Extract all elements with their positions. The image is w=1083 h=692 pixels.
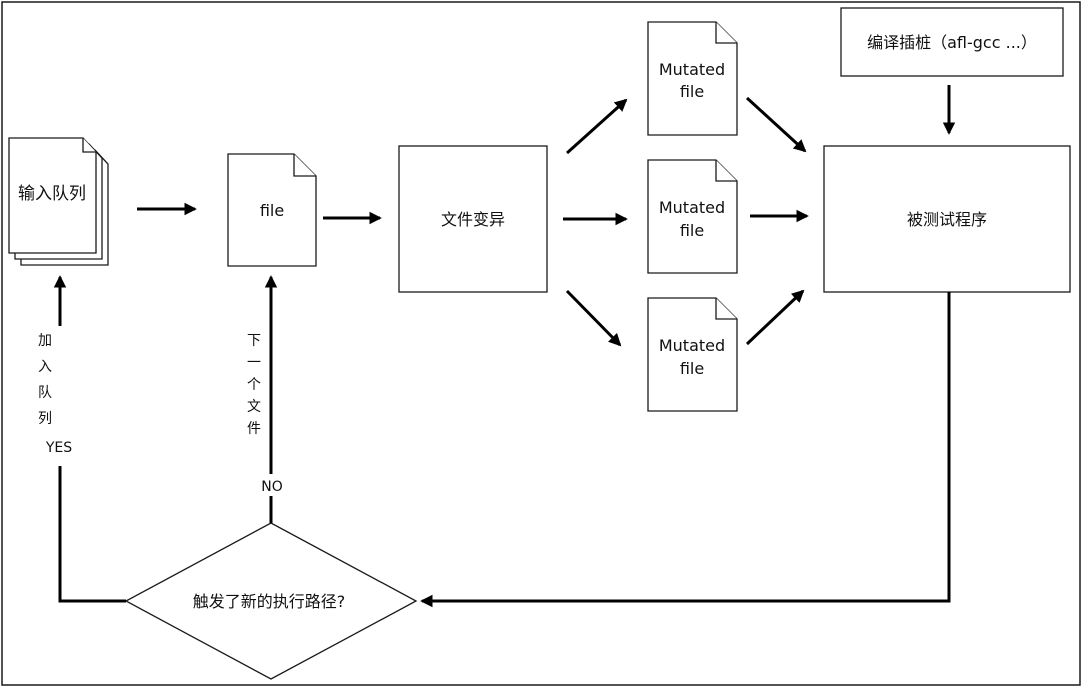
decision-label: 触发了新的执行路径? (193, 592, 346, 611)
target-program-label: 被测试程序 (907, 210, 987, 229)
mutated-file-2-line1: Mutated (659, 198, 725, 217)
next-file-char-5: 件 (247, 421, 261, 437)
file-label: file (260, 201, 284, 220)
next-file-char-4: 文 (247, 399, 261, 415)
next-file-char-2: 一 (247, 355, 261, 371)
arrow-mutation-to-mutated-3 (565, 289, 622, 347)
instrumentation-label: 编译插桩（afl-gcc ...） (867, 33, 1037, 52)
no-label: NO (261, 479, 283, 495)
mutation-label: 文件变异 (441, 210, 505, 229)
add-to-queue-char-4: 列 (38, 411, 52, 427)
input-queue-label: 输入队列 (18, 184, 86, 204)
next-file-char-3: 个 (247, 377, 261, 393)
arrow-mutation-to-mutated-1 (565, 98, 628, 155)
mutated-file-node-1: Mutated file (647, 21, 738, 136)
instrumentation-node: 编译插桩（afl-gcc ...） (840, 7, 1064, 77)
next-file-label: 下 一 个 文 件 NO (243, 326, 288, 496)
mutated-file-3-line2: file (680, 359, 704, 378)
mutated-file-node-3: Mutated file (647, 297, 738, 412)
mutated-file-3-line1: Mutated (659, 336, 725, 355)
add-to-queue-char-3: 队 (38, 385, 52, 401)
target-program-node: 被测试程序 (823, 145, 1071, 293)
mutated-file-node-2: Mutated file (647, 159, 738, 274)
add-to-queue-char-1: 加 (38, 333, 52, 349)
mutated-file-2-line2: file (680, 221, 704, 240)
file-node: file (227, 153, 317, 267)
yes-label: YES (45, 440, 72, 456)
add-to-queue-label: 加 入 队 列 YES (38, 326, 80, 466)
decision-node: 触发了新的执行路径? (124, 522, 418, 680)
input-queue-node: 输入队列 (8, 137, 109, 266)
mutation-node: 文件变异 (398, 145, 548, 293)
mutated-file-1-line2: file (680, 82, 704, 101)
arrow-mutated-3-to-target (745, 289, 805, 346)
add-to-queue-char-2: 入 (38, 359, 52, 375)
arrow-mutated-1-to-target (745, 96, 807, 153)
arrow-target-to-decision (420, 292, 951, 608)
mutated-file-1-line1: Mutated (659, 60, 725, 79)
next-file-char-1: 下 (247, 333, 261, 349)
